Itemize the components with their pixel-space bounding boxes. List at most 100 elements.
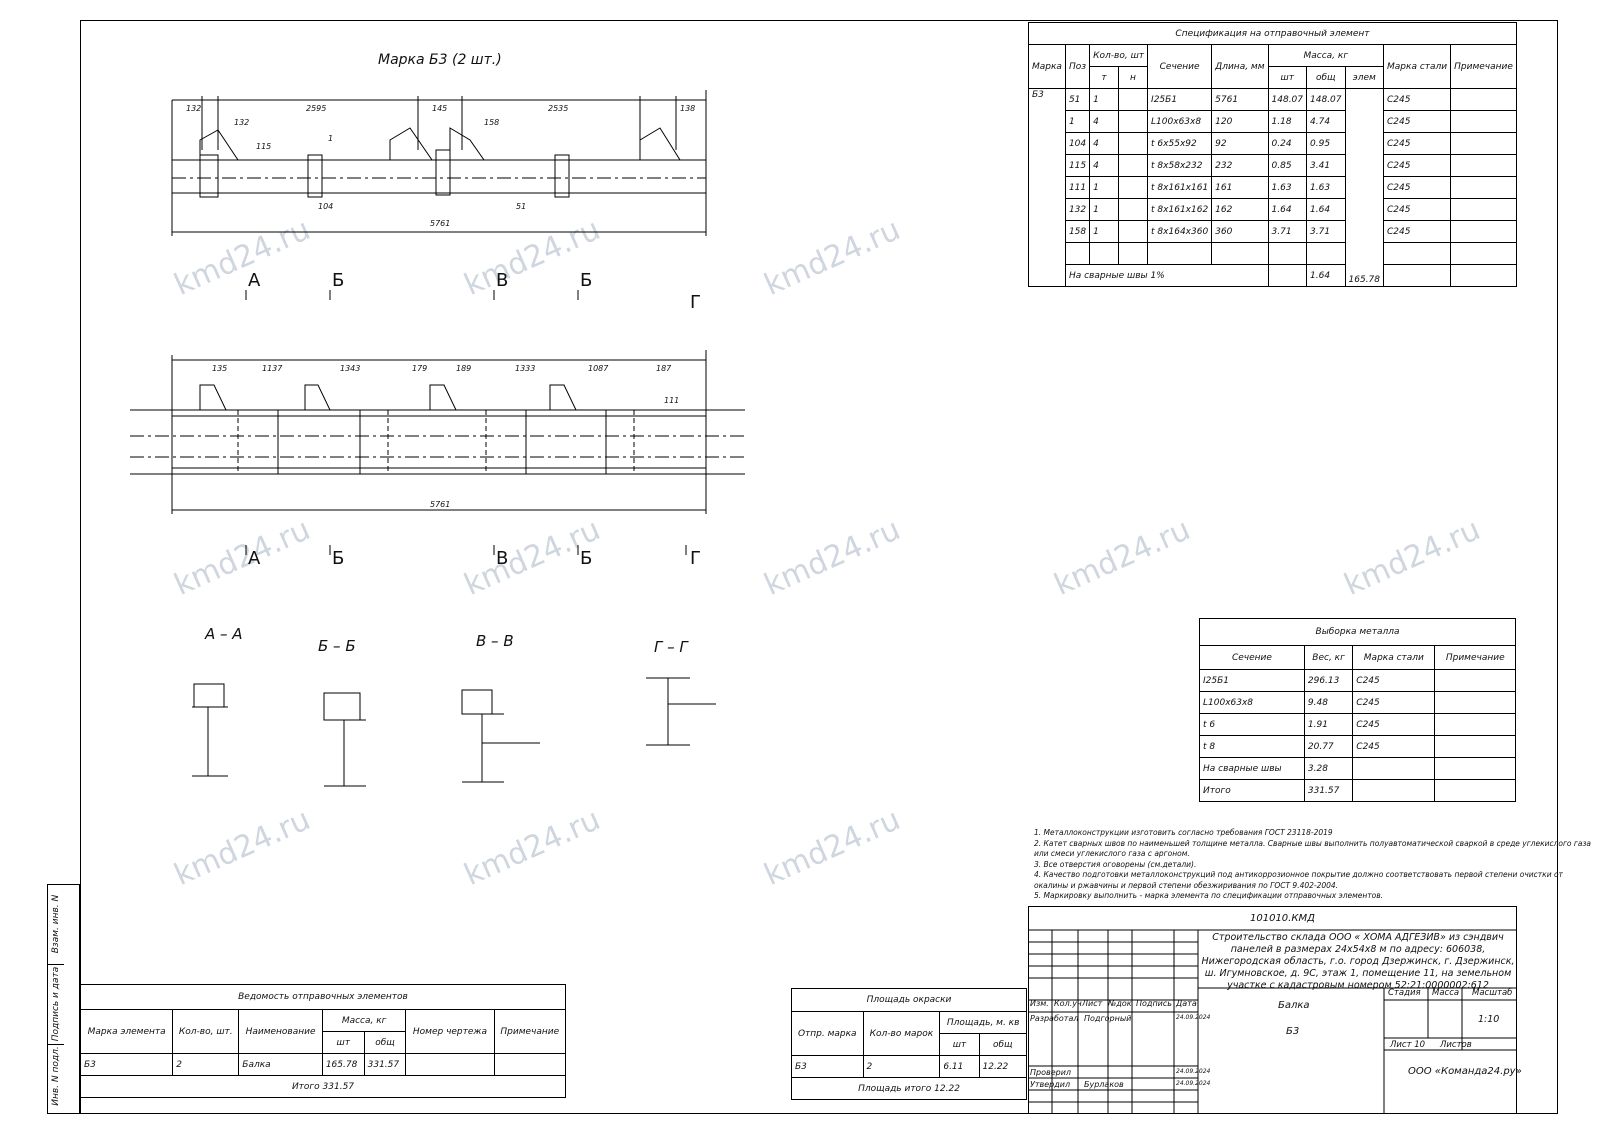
dim-label: 132 <box>186 104 202 113</box>
title-header: Подпись <box>1136 999 1172 1008</box>
dim-label: 5761 <box>430 500 451 509</box>
spec-header: Длина, мм <box>1211 44 1269 89</box>
vedomost-table: Ведомость отправочных элементов Марка эл… <box>79 984 567 1098</box>
section-title: А – А <box>205 625 243 643</box>
spec-element-mass: 165.78 <box>1344 88 1385 287</box>
spec-header: Марка стали <box>1383 44 1452 89</box>
scale-value: 1:10 <box>1478 1014 1500 1025</box>
title-header: №док <box>1108 999 1132 1008</box>
dim-label: 187 <box>656 364 672 373</box>
section-v <box>461 689 540 783</box>
note-line: 2. Катет сварных швов по наименьшей толщ… <box>1034 838 1592 848</box>
dim-label: 138 <box>680 104 696 113</box>
cut-label: Б <box>580 548 593 569</box>
spec-header: Масса, кг <box>1267 44 1385 67</box>
spec-header: элем <box>1344 66 1385 89</box>
title-header: Изм. <box>1030 999 1049 1008</box>
dim-label: 2595 <box>306 104 327 113</box>
dim-label: 1343 <box>340 364 361 373</box>
dim-label: 145 <box>432 104 448 113</box>
cut-label: А <box>248 270 261 291</box>
section-g <box>646 677 716 746</box>
cut-label: В <box>496 270 509 291</box>
drawing-code: 101010.КМД <box>1250 913 1315 924</box>
note-line: или смеси углекислого газа с аргоном. <box>1034 849 1190 858</box>
spec-header: Кол-во, шт <box>1089 44 1149 67</box>
drawing-frame <box>80 20 1558 1114</box>
project-description: Строительство склада ООО « ХОМА АДГЕЗИВ»… <box>1201 932 1515 991</box>
spec-header: шт <box>1267 66 1308 89</box>
spec-header: Поз <box>1064 44 1091 89</box>
dim-label: 2535 <box>548 104 569 113</box>
date: 24.09.2024 <box>1176 1080 1211 1087</box>
general-notes: 1. Металлоконструкции изготовить согласн… <box>1034 828 1592 902</box>
table-row: На сварные швы 1%1.64 <box>1029 264 1517 287</box>
spec-header: н <box>1117 66 1149 89</box>
cut-label: В <box>496 548 509 569</box>
note-line: 3. Все отверстия оговорены (см.детали). <box>1034 859 1197 869</box>
dim-label: 135 <box>212 364 228 373</box>
part-label: 1 <box>328 134 334 143</box>
approver-name: Бурлаков <box>1084 1080 1124 1089</box>
gusset <box>199 129 239 161</box>
developed-label: Разработал <box>1030 1014 1079 1023</box>
spec-header: Примечание <box>1450 44 1517 89</box>
paint-caption: Площадь окраски <box>791 988 1027 1012</box>
part-label: 51 <box>516 202 527 211</box>
developer-name: Подгорный <box>1084 1014 1132 1023</box>
title-header: Дата <box>1176 999 1197 1008</box>
object-name: Балка <box>1278 1000 1310 1011</box>
cut-label: Б <box>332 548 345 569</box>
section-title: В – В <box>476 632 514 650</box>
plate <box>435 149 451 196</box>
dim-label: 179 <box>412 364 428 373</box>
dim-label: 1087 <box>588 364 609 373</box>
checked-label: Проверил <box>1030 1068 1072 1077</box>
mark-title: Марка Б3 (2 шт.) <box>378 52 502 68</box>
note-line: 1. Металлоконструкции изготовить согласн… <box>1034 828 1333 837</box>
section-a <box>192 683 228 777</box>
cut-label: Б <box>332 270 345 291</box>
spec-mark: Б3 <box>1028 88 1066 287</box>
sheets-label: Листов <box>1440 1040 1472 1050</box>
plate <box>307 154 323 198</box>
plate <box>554 154 570 198</box>
section-title: Б – Б <box>318 637 356 655</box>
mass-label: Масса <box>1432 988 1460 998</box>
note-line: окалины и ржавчины и первой степени обез… <box>1034 880 1339 890</box>
dim-label: 189 <box>456 364 472 373</box>
approved-label: Утвердил <box>1030 1080 1071 1089</box>
note-line: 4. Качество подготовки металлоконструкци… <box>1034 870 1563 879</box>
gusset <box>389 127 433 161</box>
part-label: 158 <box>484 118 500 127</box>
spec-table: Спецификация на отправочный элемент Марк… <box>1028 22 1517 287</box>
dim-label: 5761 <box>430 219 451 228</box>
sheet-number: Лист 10 <box>1390 1040 1426 1050</box>
metal-caption: Выборка металла <box>1199 618 1516 646</box>
scale-label: Масштаб <box>1472 988 1513 998</box>
date: 24.09.2024 <box>1176 1068 1211 1075</box>
side-stamp-strip: Взам. инв. N Подпись и дата Инв. N подл. <box>47 884 80 1114</box>
part-label: 132 <box>234 118 250 127</box>
paint-total: Площадь итого 12.22 <box>791 1077 1027 1100</box>
spec-header: общ <box>1306 66 1346 89</box>
side-label: Инв. N подл. <box>51 1046 61 1106</box>
spec-header: Сечение <box>1147 44 1213 89</box>
part-label: 111 <box>664 396 680 405</box>
cut-label: А <box>248 548 261 569</box>
title-block-lines <box>1028 906 1517 1114</box>
